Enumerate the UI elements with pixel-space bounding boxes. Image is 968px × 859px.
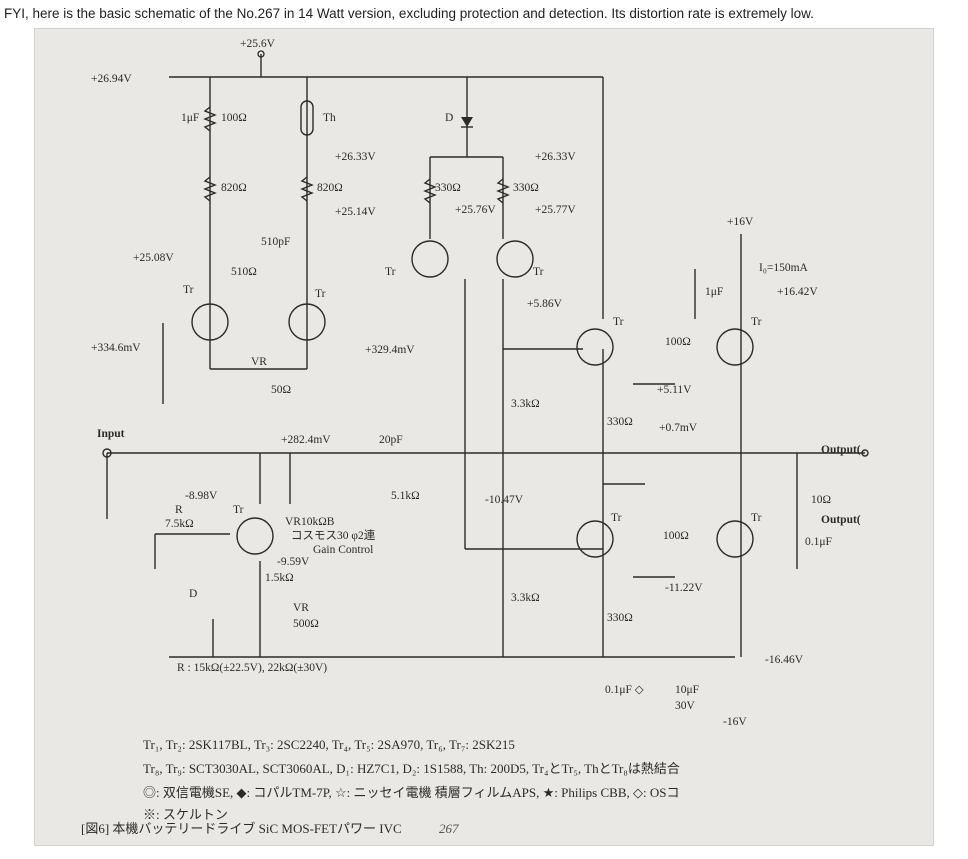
label-v-minus16: -16V [723, 716, 747, 728]
label-v-11-22: -11.22V [665, 582, 703, 594]
label-tr9: Tr [751, 512, 762, 524]
caption-line-1: Tr₁, Tr₂: 2SK117BL, Tr₃: 2SC2240, Tr₄, T… [143, 737, 515, 752]
handwritten-note: 267 [439, 821, 459, 836]
label-tr7: Tr [611, 512, 622, 524]
label-tr3: Tr [233, 504, 244, 516]
label-i0: I₀=150mA [759, 262, 809, 274]
figure-title: [図6] 本機バッテリードライブ SiC MOS-FETパワー IVC [81, 821, 402, 836]
label-v-9-59: -9.59V [277, 556, 310, 568]
label-tr5: Tr [533, 266, 544, 278]
label-v-25-77: +25.77V [535, 204, 576, 216]
caption-line-2: Tr₈, Tr₉: SCT3030AL, SCT3060AL, D₁: HZ7C… [143, 761, 680, 776]
label-v-5-86: +5.86V [527, 298, 563, 310]
label-v-30: 30V [675, 700, 696, 712]
label-vr1: VR [251, 356, 267, 368]
label-vr10k: VR10kΩB [285, 516, 335, 528]
label-input: Input [97, 428, 125, 440]
label-r-3-3k-b: 3.3kΩ [511, 592, 540, 604]
label-r-100-top: 100Ω [221, 112, 247, 124]
caption-line-4: ※: スケルトン [143, 807, 228, 822]
label-v-25-76: +25.76V [455, 204, 496, 216]
label-r-1-5k: 1.5kΩ [265, 572, 294, 584]
label-rb-note: R : 15kΩ(±22.5V), 22kΩ(±30V) [177, 662, 327, 674]
label-r-330-b: 330Ω [513, 182, 539, 194]
label-r-5-1k: 5.1kΩ [391, 490, 420, 502]
label-v-26-33-a: +26.33V [335, 151, 376, 163]
label-tr8: Tr [751, 316, 762, 328]
label-c-0-1uf-right: 0.1μF [805, 536, 832, 548]
label-v-10-47: -10.47V [485, 494, 524, 506]
label-rb: R [175, 504, 183, 516]
post-text: FYI, here is the basic schematic of the … [4, 6, 814, 21]
label-tr4: Tr [385, 266, 396, 278]
caption-line-3: ◎: 双信電機SE, ◆: コパルTM-7P, ☆: ニッセイ電機 積層フィルム… [143, 785, 680, 800]
label-kosumos: コスモス30 φ2連 [291, 528, 376, 542]
label-r-3-3k-a: 3.3kΩ [511, 398, 540, 410]
label-c-20p: 20pF [379, 434, 403, 446]
label-r-100-mid: 100Ω [665, 336, 691, 348]
label-tr1: Tr [183, 284, 194, 296]
label-v-26-94: +26.94V [91, 73, 132, 85]
label-r-330-c: 330Ω [607, 416, 633, 428]
label-v-329-4m: +329.4mV [365, 344, 415, 356]
label-v-25-08: +25.08V [133, 252, 174, 264]
label-r-7-5k: 7.5kΩ [165, 518, 194, 530]
label-v-8-98: -8.98V [185, 490, 218, 502]
label-v-25-6: +25.6V [240, 38, 276, 50]
label-r-50: 50Ω [271, 384, 291, 396]
voltage-labels: +25.6V +26.94V 1μF 100Ω Th D +26.33V +26… [91, 38, 861, 728]
label-r-500: 500Ω [293, 618, 319, 630]
label-c-1uf-top: 1μF [181, 112, 199, 124]
schematic-photo: +25.6V +26.94V 1μF 100Ω Th D +26.33V +26… [34, 28, 934, 846]
label-c-1uf-right: 1μF [705, 286, 723, 298]
label-r-820-b: 820Ω [317, 182, 343, 194]
label-tr6: Tr [613, 316, 624, 328]
label-c-0-1uf-low: 0.1μF ◇ [605, 684, 645, 696]
label-r-510: 510Ω [231, 266, 257, 278]
label-output1: Output( [821, 444, 861, 456]
parts-caption: Tr₁, Tr₂: 2SK117BL, Tr₃: 2SC2240, Tr₄, T… [81, 737, 680, 836]
label-gain: Gain Control [313, 544, 373, 556]
label-th: Th [323, 112, 336, 124]
label-v-26-33-b: +26.33V [535, 151, 576, 163]
label-v-0-7m: +0.7mV [659, 422, 698, 434]
label-c-510p: 510pF [261, 236, 290, 248]
label-v-16-46: -16.46V [765, 654, 804, 666]
label-v-282-4m: +282.4mV [281, 434, 331, 446]
label-r-330-a: 330Ω [435, 182, 461, 194]
label-c-10uf: 10μF [675, 684, 699, 696]
label-d1: D [189, 588, 197, 600]
schematic-diagram: +25.6V +26.94V 1μF 100Ω Th D +26.33V +26… [81, 38, 869, 836]
label-v-16-42: +16.42V [777, 286, 818, 298]
label-v-25-14: +25.14V [335, 206, 376, 218]
label-r-330-d: 330Ω [607, 612, 633, 624]
label-d2: D [445, 112, 453, 124]
label-r-100-low: 100Ω [663, 530, 689, 542]
label-v-plus16: +16V [727, 216, 754, 228]
label-vr2: VR [293, 602, 309, 614]
label-r-820-a: 820Ω [221, 182, 247, 194]
label-tr2: Tr [315, 288, 326, 300]
label-v-5-11: +5.11V [657, 384, 692, 396]
label-r-10: 10Ω [811, 494, 831, 506]
label-output2: Output( [821, 514, 861, 526]
label-v-334-6m: +334.6mV [91, 342, 141, 354]
